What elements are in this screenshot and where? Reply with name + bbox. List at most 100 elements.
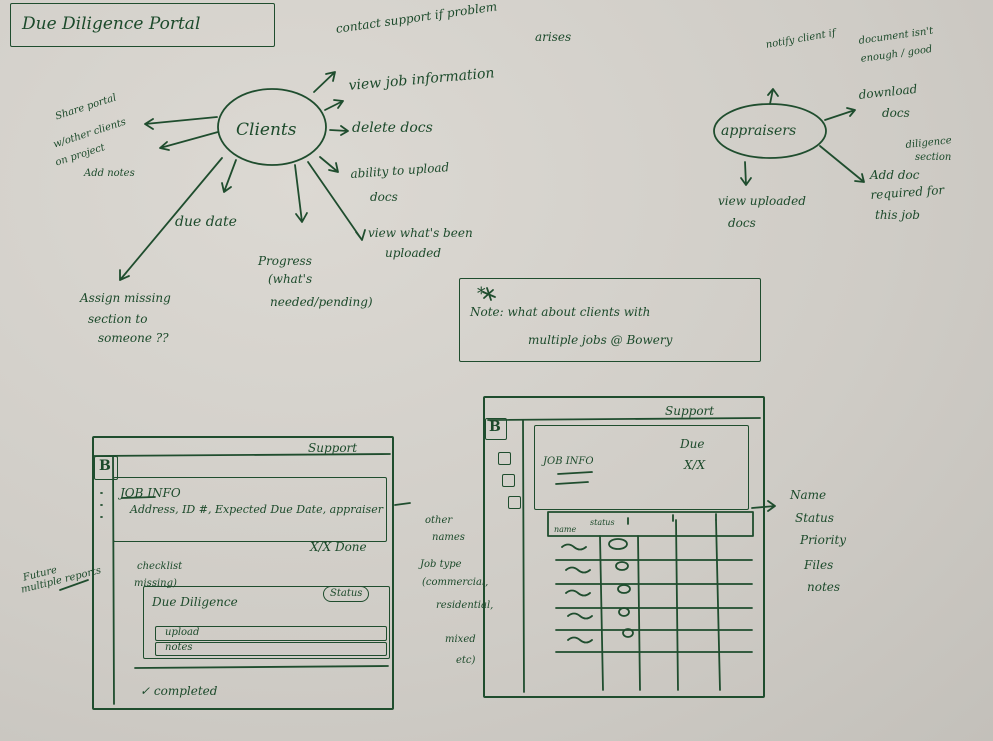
right-wireframe-job-scribble <box>555 471 593 485</box>
right-wireframe-column-notes: notes <box>807 580 841 594</box>
left-wireframe-done-count: X/X Done <box>310 540 367 554</box>
arrow-due-date <box>221 159 237 193</box>
note-star-icon <box>482 287 496 301</box>
right-wireframe-frame <box>483 396 765 698</box>
right-wireframe-nav-item-1[interactable] <box>498 452 511 465</box>
note-marker: * <box>477 284 486 304</box>
clients-node-label: Clients <box>236 120 297 140</box>
arrow-add-doc <box>819 145 865 183</box>
right-wireframe-columns-arrow <box>751 500 776 512</box>
title-box <box>10 3 275 47</box>
right-wireframe-support-link[interactable]: Support <box>665 404 715 418</box>
arrow-view-uploaded <box>740 161 752 186</box>
right-wireframe-nav-item-2[interactable] <box>502 474 515 487</box>
right-wireframe-status-mark-3 <box>617 584 631 594</box>
clients-feature-uploaded-1: view what's been <box>368 226 473 240</box>
right-wireframe-nav-item-3[interactable] <box>508 496 521 509</box>
clients-feature-assign-1: Assign missing <box>80 291 171 305</box>
arrow-support <box>313 71 336 93</box>
left-wireframe-job-info-details: Address, ID #, Expected Due Date, apprai… <box>130 503 383 516</box>
arrow-assign <box>119 157 223 281</box>
right-wireframe-column-name: Name <box>790 488 827 502</box>
appraisers-feature-add-doc-1: Add doc <box>870 168 920 182</box>
right-wireframe-due-label: Due <box>680 437 705 451</box>
left-wireframe-support-link[interactable]: Support <box>308 441 358 455</box>
appraisers-feature-view-uploaded-2: docs <box>728 216 756 230</box>
arrow-upload <box>319 156 339 173</box>
clients-feature-add-notes: Add notes <box>84 168 135 179</box>
arrow-download <box>824 107 856 121</box>
left-wireframe-annotation-3: Job type <box>420 559 462 570</box>
clients-feature-upload-2: docs <box>370 190 398 204</box>
right-wireframe-header-ticks <box>627 513 717 525</box>
arrow-progress <box>294 164 308 223</box>
right-wireframe-table-grid <box>555 519 753 691</box>
appraisers-node <box>713 103 827 159</box>
left-wireframe-annotation-5: residential, <box>436 600 494 611</box>
right-wireframe-row-scribbles <box>561 543 593 644</box>
right-wireframe-col-header-status: status <box>590 518 615 527</box>
clients-feature-support-2: arises <box>535 30 572 44</box>
right-wireframe-status-mark-4 <box>618 607 630 617</box>
left-wireframe-annotation-1: other <box>425 515 453 526</box>
clients-node <box>217 88 327 166</box>
right-wireframe-col-header-name: name <box>554 525 577 534</box>
left-wireframe-notes-row[interactable] <box>155 642 387 656</box>
left-wireframe-header-divider <box>93 453 391 457</box>
note-line-1: Note: what about clients with <box>470 305 651 319</box>
left-wireframe-job-info-title: JOB INFO <box>120 486 181 500</box>
right-wireframe-table-header-row <box>547 511 754 537</box>
arrow-share <box>144 116 218 130</box>
left-wireframe-checklist-1: checklist <box>137 561 183 572</box>
clients-feature-assign-3: someone ?? <box>98 331 169 345</box>
left-wireframe-side-note-arrow <box>59 579 89 591</box>
left-wireframe-annotation-6: mixed <box>445 634 476 645</box>
page-title: Due Diligence Portal <box>22 14 201 34</box>
note-box <box>459 278 761 362</box>
arrow-view-job <box>324 99 344 111</box>
left-wireframe-annotation-2: names <box>432 532 465 543</box>
appraisers-feature-add-doc-3: this job <box>875 208 920 222</box>
left-wireframe-annotation-7: etc) <box>456 655 476 666</box>
left-wireframe-pager-dots <box>100 492 103 518</box>
right-wireframe-sidebar-divider <box>522 419 525 693</box>
left-wireframe-sidebar-divider <box>112 455 115 705</box>
arrow-delete <box>329 125 349 136</box>
clients-feature-due-date: due date <box>175 214 237 230</box>
left-wireframe-upload-row[interactable] <box>155 626 387 641</box>
left-wireframe-status-badge[interactable]: Status <box>323 586 370 602</box>
right-wireframe-logo-box <box>485 418 507 440</box>
clients-feature-progress-3: needed/pending) <box>270 295 373 309</box>
clients-feature-uploaded-2: uploaded <box>385 246 442 260</box>
left-wireframe-logo: B <box>99 458 111 474</box>
appraisers-feature-download-2: docs <box>882 106 910 120</box>
right-wireframe-job-info-card <box>534 425 749 510</box>
clients-feature-progress-2: (what's <box>268 272 313 286</box>
right-wireframe-status-mark-1 <box>608 538 628 550</box>
left-wireframe-completed: ✓ completed <box>140 684 218 698</box>
right-wireframe-header-divider <box>487 417 761 421</box>
left-wireframe-annotation-connector <box>394 502 411 506</box>
left-wireframe-annotation-4: (commercial, <box>422 577 489 588</box>
clients-feature-progress-1: Progress <box>258 254 312 268</box>
arrow-uploaded <box>307 161 366 241</box>
appraisers-feature-view-uploaded-1: view uploaded <box>718 194 806 208</box>
left-wireframe-section-card <box>143 586 390 659</box>
left-wireframe-notes-label: notes <box>165 642 193 653</box>
left-wireframe-upload-label: upload <box>165 627 200 638</box>
left-wireframe-checklist-2: missing) <box>134 578 177 589</box>
appraisers-node-label: appraisers <box>721 123 797 139</box>
right-wireframe-due-value: X/X <box>684 458 706 472</box>
right-wireframe-column-priority: Priority <box>800 533 847 547</box>
right-wireframe-column-status: Status <box>795 511 834 525</box>
left-wireframe-section-title: Due Diligence <box>152 595 238 609</box>
arrow-notes <box>159 131 219 151</box>
right-wireframe-status-mark-2 <box>615 561 629 571</box>
left-wireframe-completed-divider <box>134 665 389 669</box>
appraisers-feature-section-2: section <box>915 152 952 163</box>
clients-feature-delete: delete docs <box>352 120 433 136</box>
right-wireframe-job-info-title: JOB INFO <box>543 456 594 467</box>
left-wireframe-frame <box>92 436 394 710</box>
